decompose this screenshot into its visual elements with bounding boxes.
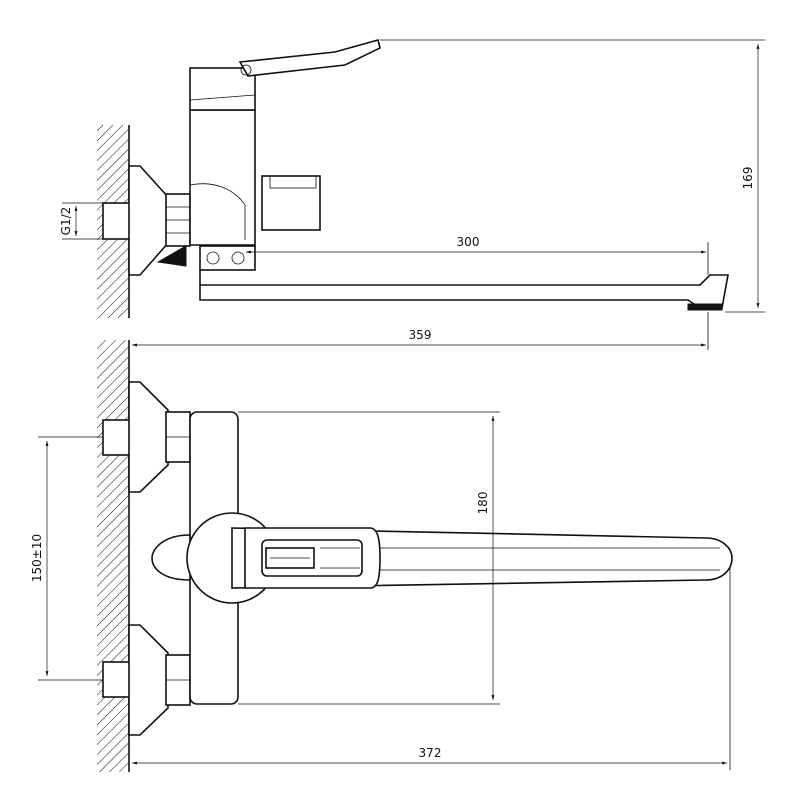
wall-hatch-top (97, 340, 129, 772)
dimension-thread: G1/2 (59, 207, 73, 236)
dimension-169: 169 (741, 167, 755, 190)
dimension-180: 180 (476, 492, 490, 515)
dimension-359: 359 (409, 328, 432, 342)
top-view: 180 150±10 372 (30, 340, 733, 772)
dimension-150: 150±10 (30, 534, 44, 582)
dimension-372: 372 (419, 746, 442, 760)
side-view: 169 300 359 G1/2 (59, 39, 765, 350)
dimension-300: 300 (457, 235, 480, 249)
